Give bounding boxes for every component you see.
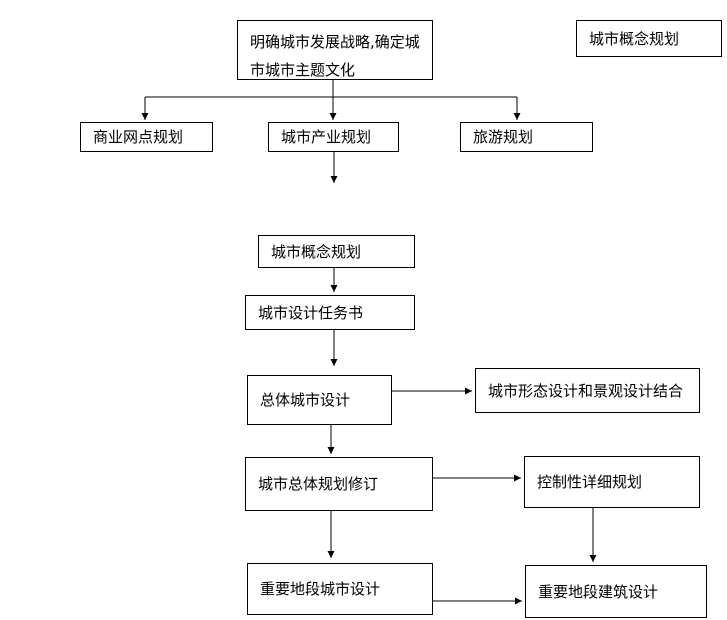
node-strategy-line1: 明确城市发展战略,确定城 [250, 33, 420, 51]
node-label: 重要地段建筑设计 [538, 582, 659, 601]
node-key-area-urban-design: 重要地段城市设计 [247, 563, 433, 615]
node-concept-plan-mid: 城市概念规划 [258, 235, 415, 268]
node-strategy-theme-culture: 明确城市发展战略,确定城 市城市主题文化 [237, 20, 433, 80]
node-commercial-network-plan: 商业网点规划 [80, 122, 213, 152]
node-label: 旅游规划 [473, 128, 534, 146]
node-label: 城市概念规划 [271, 242, 362, 261]
node-tourism-plan: 旅游规划 [460, 122, 593, 152]
node-label: 控制性详细规划 [537, 473, 643, 491]
node-overall-urban-design: 总体城市设计 [247, 375, 392, 425]
node-label: 城市设计任务书 [258, 303, 364, 322]
node-urban-industry-plan: 城市产业规划 [268, 122, 399, 152]
node-concept-plan-top-right: 城市概念规划 [576, 20, 722, 57]
node-design-task-book: 城市设计任务书 [245, 295, 415, 330]
node-strategy-line2: 市城市主题文化 [250, 61, 356, 79]
node-label: 城市形态设计和景观设计结合 [488, 381, 684, 400]
node-label: 商业网点规划 [93, 128, 184, 146]
node-label: 重要地段城市设计 [260, 580, 381, 598]
node-label: 城市总体规划修订 [258, 475, 379, 493]
node-label: 城市产业规划 [281, 128, 372, 146]
node-key-area-building-design: 重要地段建筑设计 [525, 565, 707, 618]
node-master-plan-revision: 城市总体规划修订 [245, 457, 433, 511]
node-form-landscape-design: 城市形态设计和景观设计结合 [475, 368, 700, 413]
node-label: 城市概念规划 [589, 29, 680, 48]
node-regulatory-detailed-plan: 控制性详细规划 [524, 456, 700, 508]
node-label: 总体城市设计 [260, 391, 351, 409]
